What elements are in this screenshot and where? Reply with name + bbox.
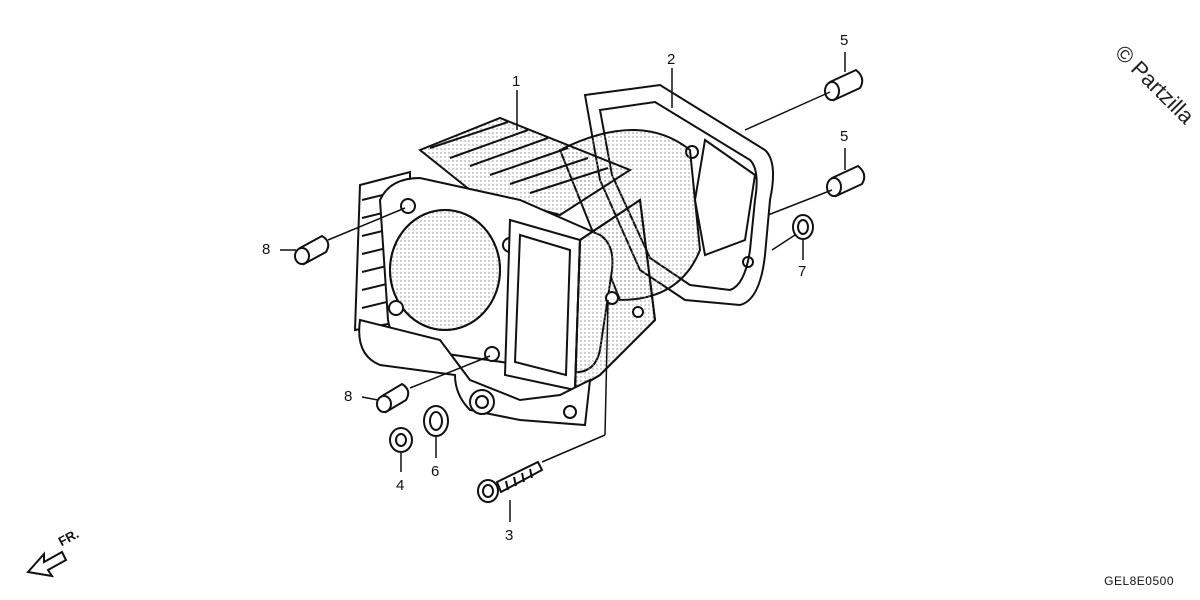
bolt-3 [477,460,544,503]
callout-4: 4 [396,477,405,494]
dowel-pin-8-upper [294,234,330,266]
callout-7: 7 [798,263,807,280]
callout-2: 2 [667,51,676,68]
callout-8-upper: 8 [262,241,271,258]
dowel-pin-5-lower [826,164,866,198]
callout-5-lower: 5 [840,128,849,145]
callout-3: 3 [505,527,514,544]
front-arrow-icon [26,550,68,578]
washer-4 [389,427,413,453]
callout-6: 6 [431,463,440,480]
washer-7 [792,214,814,240]
dowel-pin-8-lower [376,382,410,414]
callout-1: 1 [512,73,521,90]
callout-8-lower: 8 [344,388,353,405]
leader-lines [280,52,846,522]
figure-code: GEL8E0500 [1104,574,1174,588]
callout-5-upper: 5 [840,32,849,49]
cylinder-body [353,116,702,427]
washer-6 [423,405,449,437]
dowel-pin-5-upper [824,68,864,102]
